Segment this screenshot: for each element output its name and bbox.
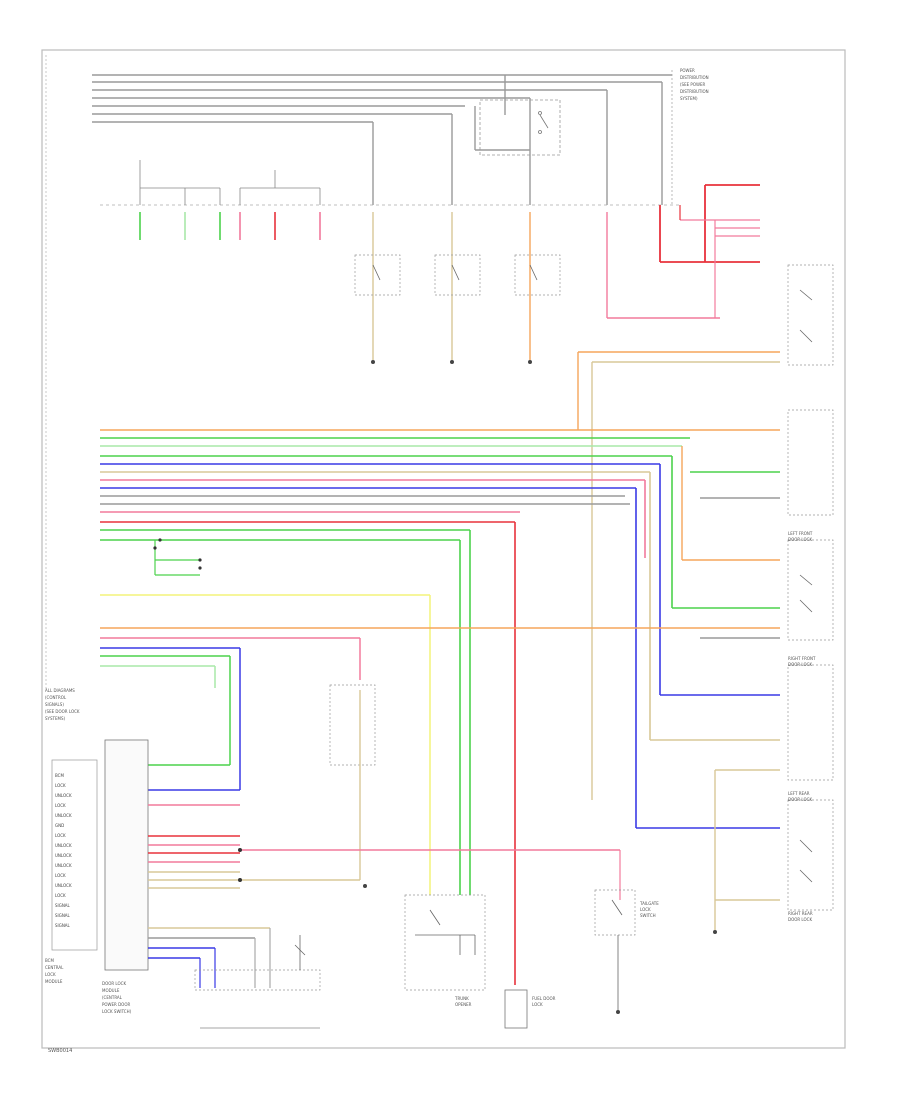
svg-text:SIGNAL: SIGNAL xyxy=(55,903,71,908)
svg-text:UNLOCK: UNLOCK xyxy=(55,843,72,848)
right-switch-box xyxy=(787,264,834,366)
ecm-output-wires xyxy=(148,804,620,959)
bcm-label-3: LOCK xyxy=(45,972,56,977)
svg-text:LOCK: LOCK xyxy=(55,803,66,808)
ecm-label-4: (SEE DOOR LOCK xyxy=(45,709,80,714)
relay-switch-icon xyxy=(538,111,549,134)
left-rear-label-2: DOOR LOCK xyxy=(788,797,812,802)
svg-text:LOCK: LOCK xyxy=(55,893,66,898)
diagram-code: SWB0014 xyxy=(48,1048,72,1054)
diagram-frame xyxy=(41,49,846,1049)
power-bus-lines xyxy=(92,74,672,205)
tailgate-label-3: SWITCH xyxy=(640,913,656,918)
fuel-door-label-1: FUEL DOOR xyxy=(532,996,556,1001)
svg-text:LOCK: LOCK xyxy=(55,833,66,838)
left-front-door-lock-box xyxy=(787,539,834,641)
connector-drops-left xyxy=(139,212,321,240)
left-front-label-2: DOOR LOCK xyxy=(788,537,812,542)
main-harness xyxy=(100,429,780,985)
switch-box-2 xyxy=(434,254,481,296)
svg-text:UNLOCK: UNLOCK xyxy=(55,793,72,798)
switch-box-1 xyxy=(354,254,401,296)
rear-door-lock-box xyxy=(787,799,834,911)
svg-text:LOCK: LOCK xyxy=(55,783,66,788)
power-label-5: SYSTEM) xyxy=(680,96,698,101)
red-circuit-top-right xyxy=(659,184,760,263)
trunk-label-1: TRUNK xyxy=(454,996,469,1001)
tailgate-label-2: LOCK xyxy=(640,907,651,912)
right-front-label-2: DOOR LOCK xyxy=(788,662,812,667)
svg-text:BCM: BCM xyxy=(55,773,64,778)
module-label-5: LOCK SWITCH) xyxy=(102,1009,132,1014)
svg-text:GND: GND xyxy=(55,823,64,828)
left-rear-label-1: LEFT REAR xyxy=(788,791,810,796)
svg-text:LOCK: LOCK xyxy=(55,873,66,878)
tailgate-label-1: TAILGATE xyxy=(639,901,659,906)
tailgate-switch-box xyxy=(594,889,636,936)
svg-text:UNLOCK: UNLOCK xyxy=(55,813,72,818)
door-module-upper-right xyxy=(787,409,834,516)
svg-text:SIGNAL: SIGNAL xyxy=(55,913,71,918)
svg-text:SIGNAL: SIGNAL xyxy=(55,923,71,928)
trunk-opener-box xyxy=(504,989,528,1029)
ecm-label-2: (CONTROL xyxy=(45,695,67,700)
module-label-3: (CENTRAL xyxy=(102,995,123,1000)
bcm-label-1: BCM xyxy=(45,958,54,963)
lower-harness xyxy=(100,594,780,895)
power-label-1: POWER xyxy=(680,68,695,73)
bottom-switch-connector xyxy=(194,969,321,991)
switch-box-3 xyxy=(514,254,561,296)
ecm-label-1: ALL DIAGRAMS xyxy=(45,688,75,693)
bcm-label-2: CENTRAL xyxy=(45,965,64,970)
left-front-label-1: LEFT FRONT xyxy=(788,531,813,536)
relay-box xyxy=(479,99,561,156)
trunk-label-2: OPENER xyxy=(455,1002,472,1007)
fuse-block-left xyxy=(139,160,321,205)
ecm-label-3: SIGNALS) xyxy=(45,702,64,707)
switch-drops xyxy=(372,212,720,360)
ground-icons-top xyxy=(371,360,532,364)
module-label-2: MODULE xyxy=(102,988,120,993)
center-actuator-box xyxy=(404,894,486,991)
right-rear-label-1: RIGHT REAR xyxy=(788,911,813,916)
svg-text:UNLOCK: UNLOCK xyxy=(55,883,72,888)
bcm-box xyxy=(51,759,98,951)
svg-text:UNLOCK: UNLOCK xyxy=(55,853,72,858)
bcm-label-4: MODULE xyxy=(45,979,63,984)
door-lock-switch-box xyxy=(329,684,376,766)
control-module xyxy=(104,739,149,971)
fuel-door-label-2: LOCK xyxy=(532,1002,543,1007)
module-label-1: DOOR LOCK xyxy=(102,981,126,986)
right-rear-label-2: DOOR LOCK xyxy=(788,917,812,922)
module-label-4: POWER DOOR xyxy=(102,1002,130,1007)
right-front-door-lock-box xyxy=(787,664,834,781)
right-front-label-1: RIGHT FRONT xyxy=(788,656,816,661)
power-label-4: DISTRIBUTION xyxy=(680,89,709,94)
power-label-2: DISTRIBUTION xyxy=(680,75,709,80)
ecm-label-5: SYSTEMS) xyxy=(45,716,65,721)
power-label-3: (SEE POWER xyxy=(680,82,705,87)
svg-text:UNLOCK: UNLOCK xyxy=(55,863,72,868)
